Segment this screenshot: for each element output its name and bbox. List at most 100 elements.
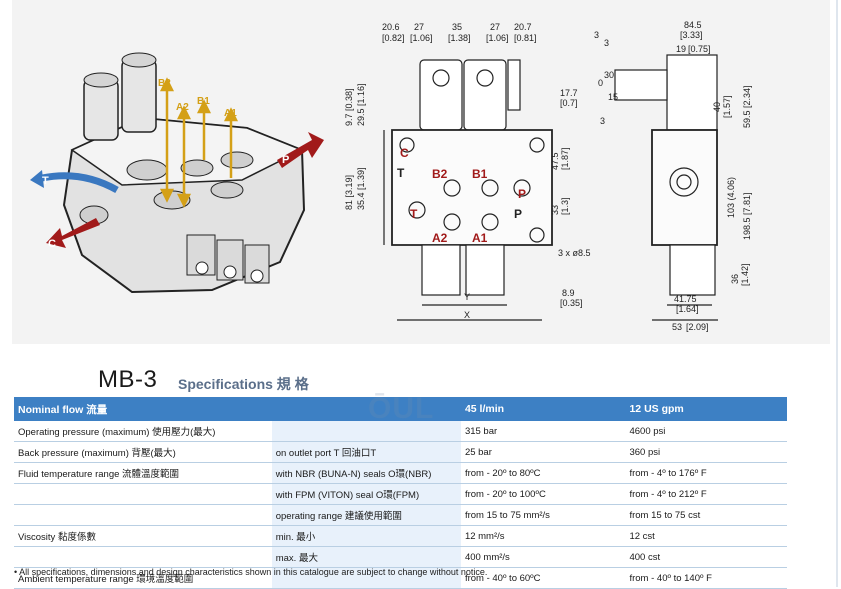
top-dim-5: 20.7 [514, 22, 532, 32]
tank-arrow [41, 172, 119, 194]
port-c: C [400, 146, 409, 160]
dim-8-9: 8.9 [562, 288, 575, 298]
table-cell: 12 mm²/s [460, 525, 626, 547]
top-dim-4-in: [1.06] [486, 33, 509, 43]
right-dim-3: 33 [550, 205, 560, 215]
table-cell: from 15 to 75 cst [625, 504, 787, 526]
side-angle-3c: 3 [600, 116, 605, 126]
left-dim-3: 35.4 [1.39] [356, 167, 366, 210]
side-view [614, 54, 718, 321]
dim-y: Y [464, 292, 470, 302]
dim-x: X [464, 310, 470, 320]
side-dim-84-5: 84.5 [684, 20, 702, 30]
port-b2: B2 [432, 167, 448, 181]
top-dim-1: 20.6 [382, 22, 400, 32]
dim-8-9-in: [0.35] [560, 298, 583, 308]
valve-illustration-panel: B2 A2 B1 A1 P T C 20.6 [0.82] 27 [1.06] … [12, 0, 830, 344]
top-dim-3: 35 [452, 22, 462, 32]
table-cell: Viscosity 黏度係數 [14, 525, 272, 547]
table-cell: from 15 to 75 mm²/s [460, 504, 626, 526]
side-angle-3b: 3 [604, 38, 609, 48]
table-cell: min. 最小 [271, 525, 461, 547]
right-dim-2: 47.5 [550, 152, 560, 170]
table-row: with FPM (VITON) seal O環(FPM) from - 20º… [14, 483, 787, 505]
side-dim-19: 19 [676, 44, 686, 54]
table-cell [14, 546, 272, 568]
port-p-top: P [518, 187, 526, 201]
table-cell: with FPM (VITON) seal O環(FPM) [271, 483, 461, 505]
header-cell: 12 US gpm [625, 397, 787, 421]
iso-label-t: T [42, 175, 49, 187]
right-dim-2-in: [1.87] [560, 147, 570, 170]
technical-drawing: B2 A2 B1 A1 P T C 20.6 [0.82] 27 [1.06] … [30, 20, 752, 332]
table-cell: Fluid temperature range 流體溫度範圍 [14, 462, 272, 484]
table-row: operating range 建議使用範圍 from 15 to 75 mm²… [14, 504, 787, 526]
table-cell: 25 bar [460, 441, 626, 463]
table-cell: 12 cst [625, 525, 787, 547]
table-cell [14, 483, 272, 505]
side-angle-30: 30 [604, 70, 614, 80]
table-row: max. 最大 400 mm²/s 400 cst [14, 546, 787, 568]
table-cell: with NBR (BUNA-N) seals O環(NBR) [271, 462, 461, 484]
isometric-valve [62, 52, 306, 294]
side-dim-41-75-in: [1.64] [676, 304, 699, 314]
specifications-title: Specifications 規 格 [178, 376, 309, 392]
pressure-arrow [277, 132, 324, 168]
table-cell: on outlet port T 回油口T [271, 441, 461, 463]
watermark-logo: ŌUL [368, 392, 435, 425]
port-a2: A2 [432, 231, 448, 245]
side-dim-40: 40 [712, 102, 722, 112]
side-dim-41-75: 41.75 [674, 294, 697, 304]
side-dim-53-in: [2.09] [686, 322, 709, 332]
top-dim-1-in: [0.82] [382, 33, 405, 43]
port-a1: A1 [472, 231, 488, 245]
footnote: • All specifications, dimensions and des… [14, 567, 488, 577]
top-dim-4: 27 [490, 22, 500, 32]
right-dim-1: 17.7 [560, 88, 578, 98]
table-cell: Operating pressure (maximum) 使用壓力(最大) [14, 421, 272, 442]
header-cell [271, 397, 461, 421]
top-dim-2: 27 [414, 22, 424, 32]
side-angle-0: 0 [598, 78, 603, 88]
header-cell: Nominal flow 流量 [14, 397, 272, 421]
iso-label-a1: A1 [224, 108, 237, 119]
table-cell: from - 4º to 212º F [625, 483, 787, 505]
port-b1: B1 [472, 167, 488, 181]
side-dim-19-in: [0.75] [688, 44, 711, 54]
table-cell: from - 4º to 176º F [625, 462, 787, 484]
port-t-top: T [397, 166, 405, 180]
table-header-row: Nominal flow 流量 45 l/min 12 US gpm [14, 397, 787, 421]
front-view [383, 59, 553, 321]
iso-label-b1: B1 [197, 96, 210, 107]
right-dim-1-in: [0.7] [560, 98, 578, 108]
left-dim-1: 9.7 [0.38] [344, 88, 354, 126]
table-cell: 360 psi [625, 441, 787, 463]
carryover-arrow [46, 218, 100, 248]
table-cell: Back pressure (maximum) 背壓(最大) [14, 441, 272, 463]
model-name: MB-3 [98, 366, 158, 393]
page-edge-line [836, 0, 838, 587]
top-dim-3-in: [1.38] [448, 33, 471, 43]
table-cell: from - 20º to 100ºC [460, 483, 626, 505]
table-cell: 4600 psi [625, 421, 787, 442]
side-angle-15: 15 [608, 92, 618, 102]
side-angle-3a: 3 [594, 30, 599, 40]
header-cell: 45 l/min [460, 397, 626, 421]
side-dim-59-5: 59.5 [2.34] [742, 85, 752, 128]
port-t: T [410, 207, 418, 221]
table-cell: 315 bar [460, 421, 626, 442]
table-cell [271, 421, 461, 442]
left-dim-4: 81 [3.19] [344, 175, 354, 210]
table-row: Viscosity 黏度係數 min. 最小 12 mm²/s 12 cst [14, 525, 787, 547]
side-dim-36: 36 [730, 274, 740, 284]
side-dim-53: 53 [672, 322, 682, 332]
table-row: Operating pressure (maximum) 使用壓力(最大) 31… [14, 421, 787, 442]
side-dim-40-in: [1.57] [722, 95, 732, 118]
top-dim-5-in: [0.81] [514, 33, 537, 43]
left-dim-2: 29.5 [1.16] [356, 83, 366, 126]
table-cell: operating range 建議使用範圍 [271, 504, 461, 526]
table-cell: 400 cst [625, 546, 787, 568]
table-cell: max. 最大 [271, 546, 461, 568]
iso-label-c: C [48, 238, 56, 250]
table-row: Fluid temperature range 流體溫度範圍 with NBR … [14, 462, 787, 484]
